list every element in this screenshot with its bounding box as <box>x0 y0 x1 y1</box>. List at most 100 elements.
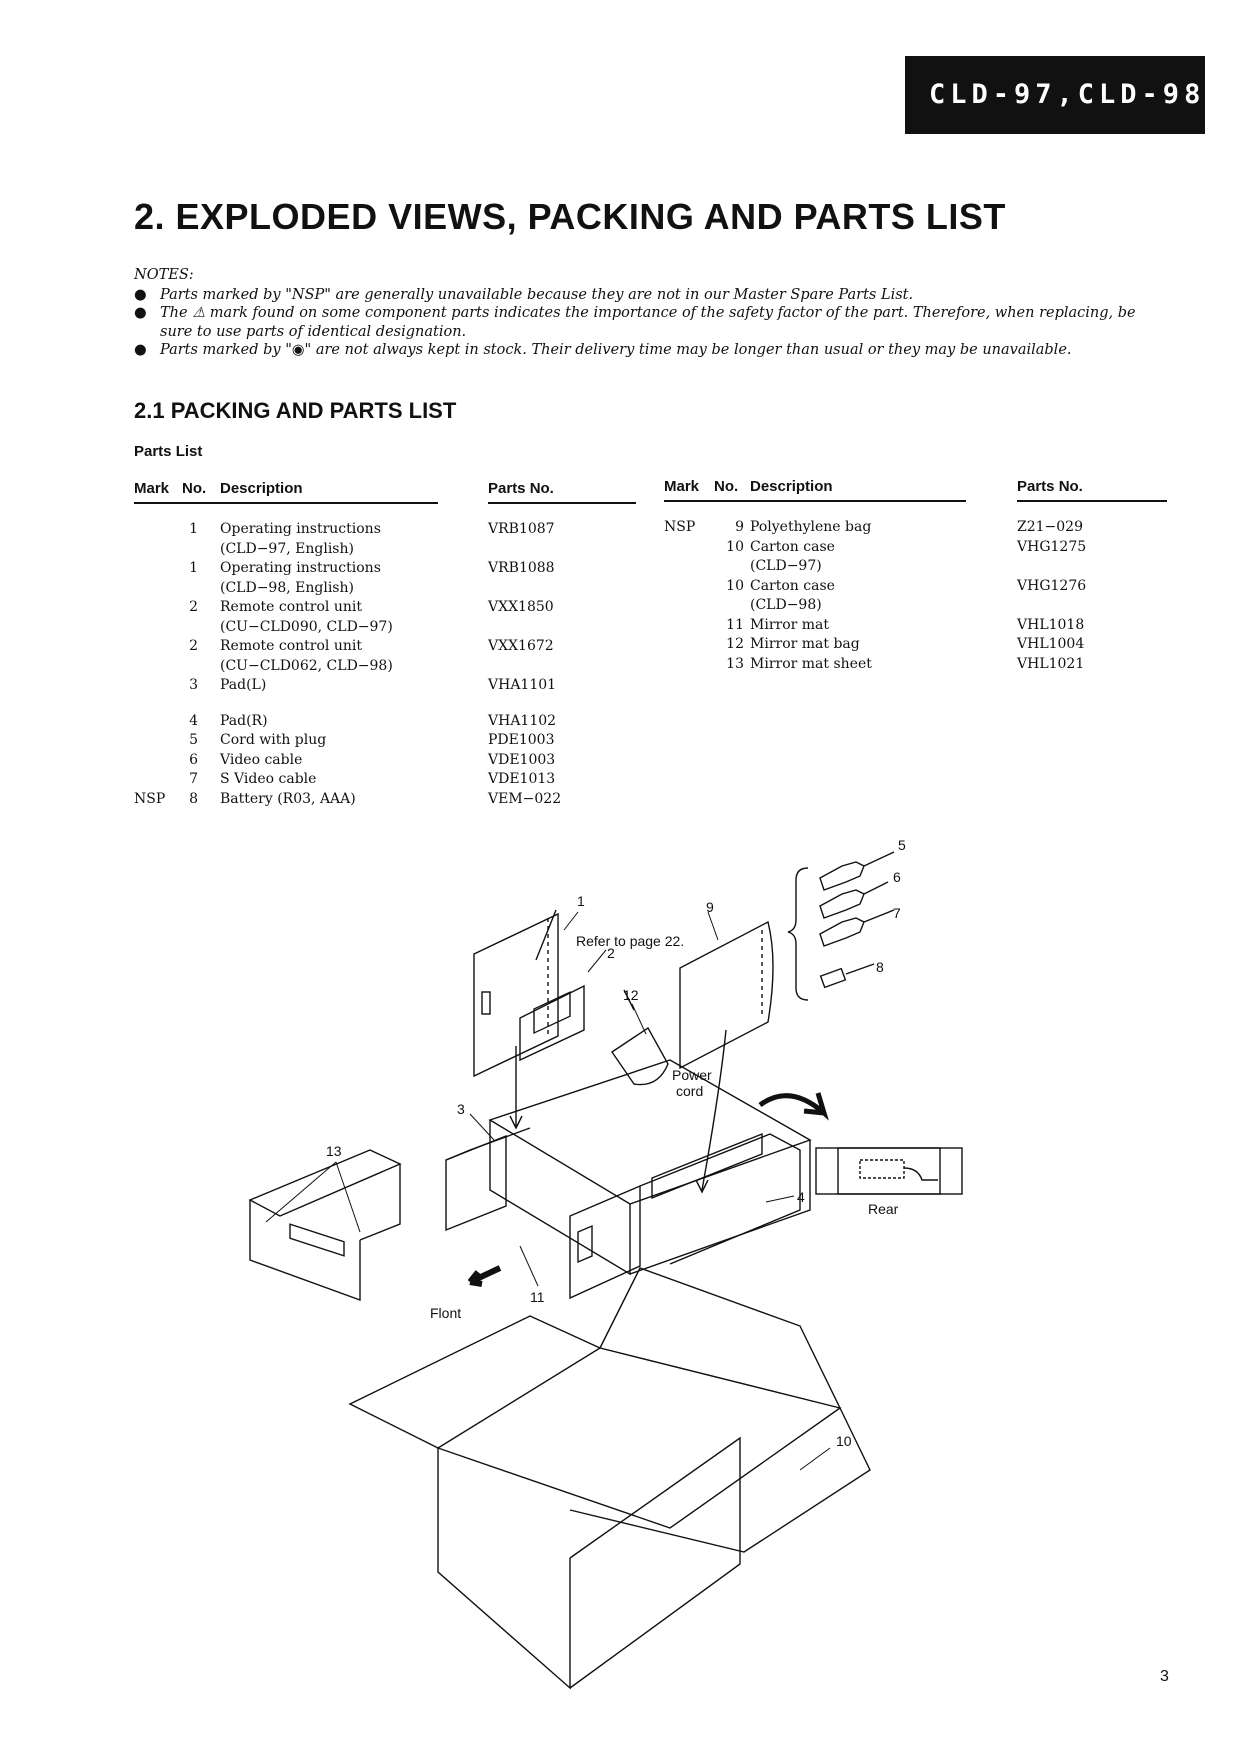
notes-heading: NOTES: <box>134 267 194 283</box>
cell-mark: NSP <box>134 790 166 807</box>
cell-parts-no: VDE1003 <box>488 751 556 768</box>
bullet-icon: ● <box>134 286 147 303</box>
header-underline <box>1017 500 1167 502</box>
callout-4: 4 <box>797 1189 805 1205</box>
cell-parts-no: VXX1672 <box>488 638 554 654</box>
table-row: 1 Operating instructions VRB1087 <box>134 520 634 540</box>
table-row: 6 Video cable VDE1003 <box>134 751 634 771</box>
cell-parts-no: VRB1088 <box>488 560 555 576</box>
rear-panel-view <box>815 1147 963 1195</box>
cell-no: 10 <box>726 577 744 594</box>
bullet-icon: ● <box>134 342 147 358</box>
cell-mark: NSP <box>664 519 696 535</box>
header-no: No. <box>182 480 207 497</box>
carton-case-10 <box>348 1267 871 1690</box>
note-item: ● The ⚠ mark found on some component part… <box>134 304 1164 341</box>
power-cord-label: cord <box>676 1083 703 1099</box>
player-in-pads <box>445 1059 812 1300</box>
cell-no: 9 <box>735 519 744 535</box>
cell-no: 12 <box>726 636 744 652</box>
power-cord-label: Power <box>672 1067 712 1083</box>
cell-no: 13 <box>726 655 744 672</box>
table-row: (CU−CLD062, CLD−98) <box>134 657 634 677</box>
bracket <box>787 867 809 1001</box>
callout-12: 12 <box>623 987 639 1003</box>
cell-no: 1 <box>189 521 198 537</box>
cell-no: 2 <box>189 599 198 615</box>
cell-parts-no: VDE1013 <box>488 771 556 787</box>
cell-description: Operating instructions <box>220 521 381 537</box>
cell-description: (CU−CLD062, CLD−98) <box>220 657 393 674</box>
cable-5 <box>819 851 895 891</box>
remote-control-2 <box>519 984 585 1062</box>
cell-description: (CLD−97) <box>750 558 822 574</box>
cell-description: Carton case <box>750 577 835 594</box>
parts-list-subtitle: Parts List <box>134 443 203 460</box>
front-label: Flont <box>430 1305 461 1321</box>
header-mark: Mark <box>134 480 170 497</box>
cell-no: 6 <box>189 751 198 768</box>
table-row: 12 Mirror mat bag VHL1004 <box>664 635 1164 655</box>
cell-parts-no: VHA1101 <box>488 677 557 693</box>
mirror-mat-bag-12 <box>611 989 669 1086</box>
cell-no: 1 <box>189 560 198 576</box>
callout-2: 2 <box>607 945 615 961</box>
cell-no: 5 <box>189 732 198 748</box>
cell-description: Video cable <box>220 751 303 768</box>
cell-no: 11 <box>726 616 744 633</box>
cell-parts-no: VEM−022 <box>488 790 562 807</box>
cell-description: Battery (R03, AAA) <box>220 790 356 807</box>
cell-description: Carton case <box>750 538 835 555</box>
cell-description: Pad(R) <box>220 712 268 729</box>
cell-description: Mirror mat bag <box>750 636 860 652</box>
cell-description: (CU−CLD090, CLD−97) <box>220 618 393 635</box>
diagram-labels: 1 2 3 4 5 6 7 8 9 10 11 12 13 Refer to p… <box>326 837 906 1449</box>
cell-parts-no: PDE1003 <box>488 732 555 748</box>
table-row: 2 Remote control unit VXX1850 <box>134 598 634 618</box>
cell-parts-no: VHG1275 <box>1017 538 1087 555</box>
notes-list: ● Parts marked by "NSP" are generally una… <box>134 286 1164 360</box>
table-row: 1 Operating instructions VRB1088 <box>134 559 634 579</box>
table-row: (CLD−98, English) <box>134 579 634 599</box>
callout-7: 7 <box>893 905 901 921</box>
front-panel-view <box>248 1149 402 1301</box>
header-description: Description <box>220 480 303 497</box>
callout-1: 1 <box>577 893 585 909</box>
page-title: 2. EXPLODED VIEWS, PACKING AND PARTS LIS… <box>134 196 1006 237</box>
notes-block: NOTES: ● Parts marked by "NSP" are genera… <box>134 266 1164 360</box>
cell-description: Operating instructions <box>220 560 381 576</box>
note-text: The ⚠ mark found on some component parts… <box>160 305 1136 340</box>
bullet-icon: ● <box>134 305 147 321</box>
header-description: Description <box>750 478 833 495</box>
cell-description: Mirror mat sheet <box>750 655 872 672</box>
cell-parts-no: VHG1276 <box>1017 577 1087 594</box>
cell-parts-no: VRB1087 <box>488 521 555 537</box>
cell-parts-no: VHL1018 <box>1017 616 1085 633</box>
cable-6 <box>819 881 889 919</box>
note-text: Parts marked by "NSP" are generally unav… <box>160 286 914 303</box>
cell-description: (CLD−98, English) <box>220 579 354 596</box>
callout-13: 13 <box>326 1143 342 1159</box>
table-row: (CLD−98) <box>664 596 1164 616</box>
rotate-arrow <box>758 1092 829 1121</box>
cell-description: Remote control unit <box>220 599 362 615</box>
rear-label: Rear <box>868 1201 899 1217</box>
table-row: (CU−CLD090, CLD−97) <box>134 618 634 638</box>
cell-parts-no: VXX1850 <box>488 599 554 615</box>
cell-parts-no: VHL1004 <box>1017 636 1085 652</box>
battery-8 <box>819 963 875 989</box>
table-row: (CLD−97) <box>664 557 1164 577</box>
leader-lines <box>265 911 831 1471</box>
header-parts-no: Parts No. <box>1017 478 1083 495</box>
header-parts-no: Parts No. <box>488 480 554 497</box>
instruction-booklet-1 <box>473 909 559 1078</box>
callout-3: 3 <box>457 1101 465 1117</box>
